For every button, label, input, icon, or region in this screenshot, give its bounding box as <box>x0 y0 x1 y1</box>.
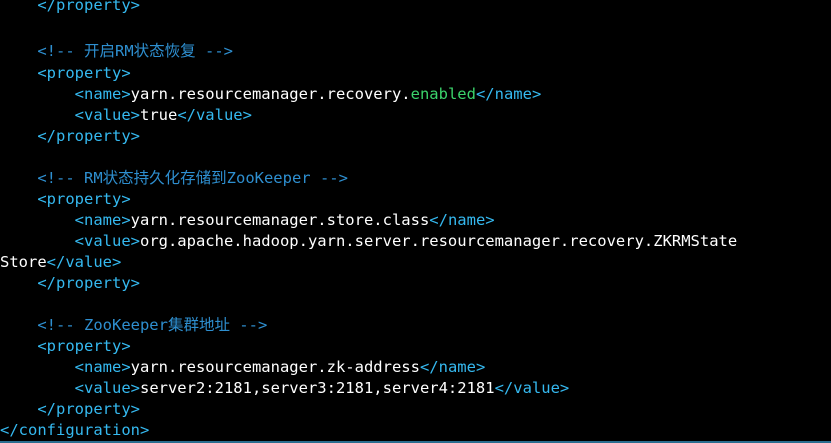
xml-tag-open: <value> <box>74 232 140 250</box>
xml-tag-close: </value> <box>46 253 122 271</box>
xml-tag: </configuration> <box>0 421 150 439</box>
code-line: </configuration> <box>0 420 149 441</box>
xml-comment: <!-- 开启RM状态恢复 --> <box>37 42 233 60</box>
xml-tag-close: </name> <box>429 211 495 229</box>
code-line: <name>yarn.resourcemanager.store.class</… <box>0 210 495 231</box>
xml-text-highlight: enabled <box>410 85 476 103</box>
xml-tag-close: </value> <box>494 379 570 397</box>
xml-tag-close: </value> <box>177 106 252 124</box>
xml-text: yarn.resourcemanager.store.class <box>130 211 430 229</box>
code-line-wrapped: Store</value> <box>0 252 121 273</box>
xml-tag-open: <name> <box>74 358 131 376</box>
xml-comment: <!-- RM状态持久化存储到ZooKeeper --> <box>37 169 348 187</box>
xml-tag-open: <value> <box>74 379 140 397</box>
xml-tag: <property> <box>37 64 131 82</box>
code-line: <value>org.apache.hadoop.yarn.server.res… <box>0 231 738 252</box>
xml-tag-open: <value> <box>74 106 140 124</box>
xml-text: Store <box>0 253 47 271</box>
xml-comment: <!-- ZooKeeper集群地址 --> <box>37 316 268 334</box>
code-line-comment: <!-- ZooKeeper集群地址 --> <box>0 315 267 336</box>
xml-text: org.apache.hadoop.yarn.server.resourcema… <box>139 232 738 250</box>
xml-tag: </property> <box>37 0 140 14</box>
xml-tag-open: <name> <box>74 211 131 229</box>
code-line: </property> <box>0 126 140 147</box>
xml-tag-close: </name> <box>475 85 542 103</box>
xml-text: true <box>139 106 178 124</box>
xml-tag-close: </name> <box>419 358 486 376</box>
code-line: <property> <box>0 189 131 210</box>
xml-text: server2:2181,server3:2181,server4:2181 <box>139 379 495 397</box>
code-line-comment: <!-- 开启RM状态恢复 --> <box>0 41 233 62</box>
code-line: </property> <box>0 273 140 294</box>
xml-tag: <property> <box>37 337 131 355</box>
code-line: <value>server2:2181,server3:2181,server4… <box>0 378 570 399</box>
code-line: <value>true</value> <box>0 105 252 126</box>
code-line: </property> <box>0 0 140 16</box>
code-line: <property> <box>0 63 131 84</box>
code-line: <name>yarn.resourcemanager.zk-address</n… <box>0 357 486 378</box>
code-line: </property> <box>0 399 140 420</box>
xml-tag: <property> <box>37 190 131 208</box>
code-line: <property> <box>0 336 131 357</box>
xml-tag: </property> <box>37 127 140 145</box>
xml-tag-open: <name> <box>74 85 131 103</box>
xml-text: yarn.resourcemanager.zk-address <box>130 358 420 376</box>
terminal-bottom-edge <box>0 441 831 443</box>
code-line: <name>yarn.resourcemanager.recovery.enab… <box>0 84 542 105</box>
code-line-comment: <!-- RM状态持久化存储到ZooKeeper --> <box>0 168 348 189</box>
xml-text: yarn.resourcemanager.recovery. <box>130 85 411 103</box>
xml-tag: </property> <box>37 400 140 418</box>
xml-tag: </property> <box>37 274 140 292</box>
